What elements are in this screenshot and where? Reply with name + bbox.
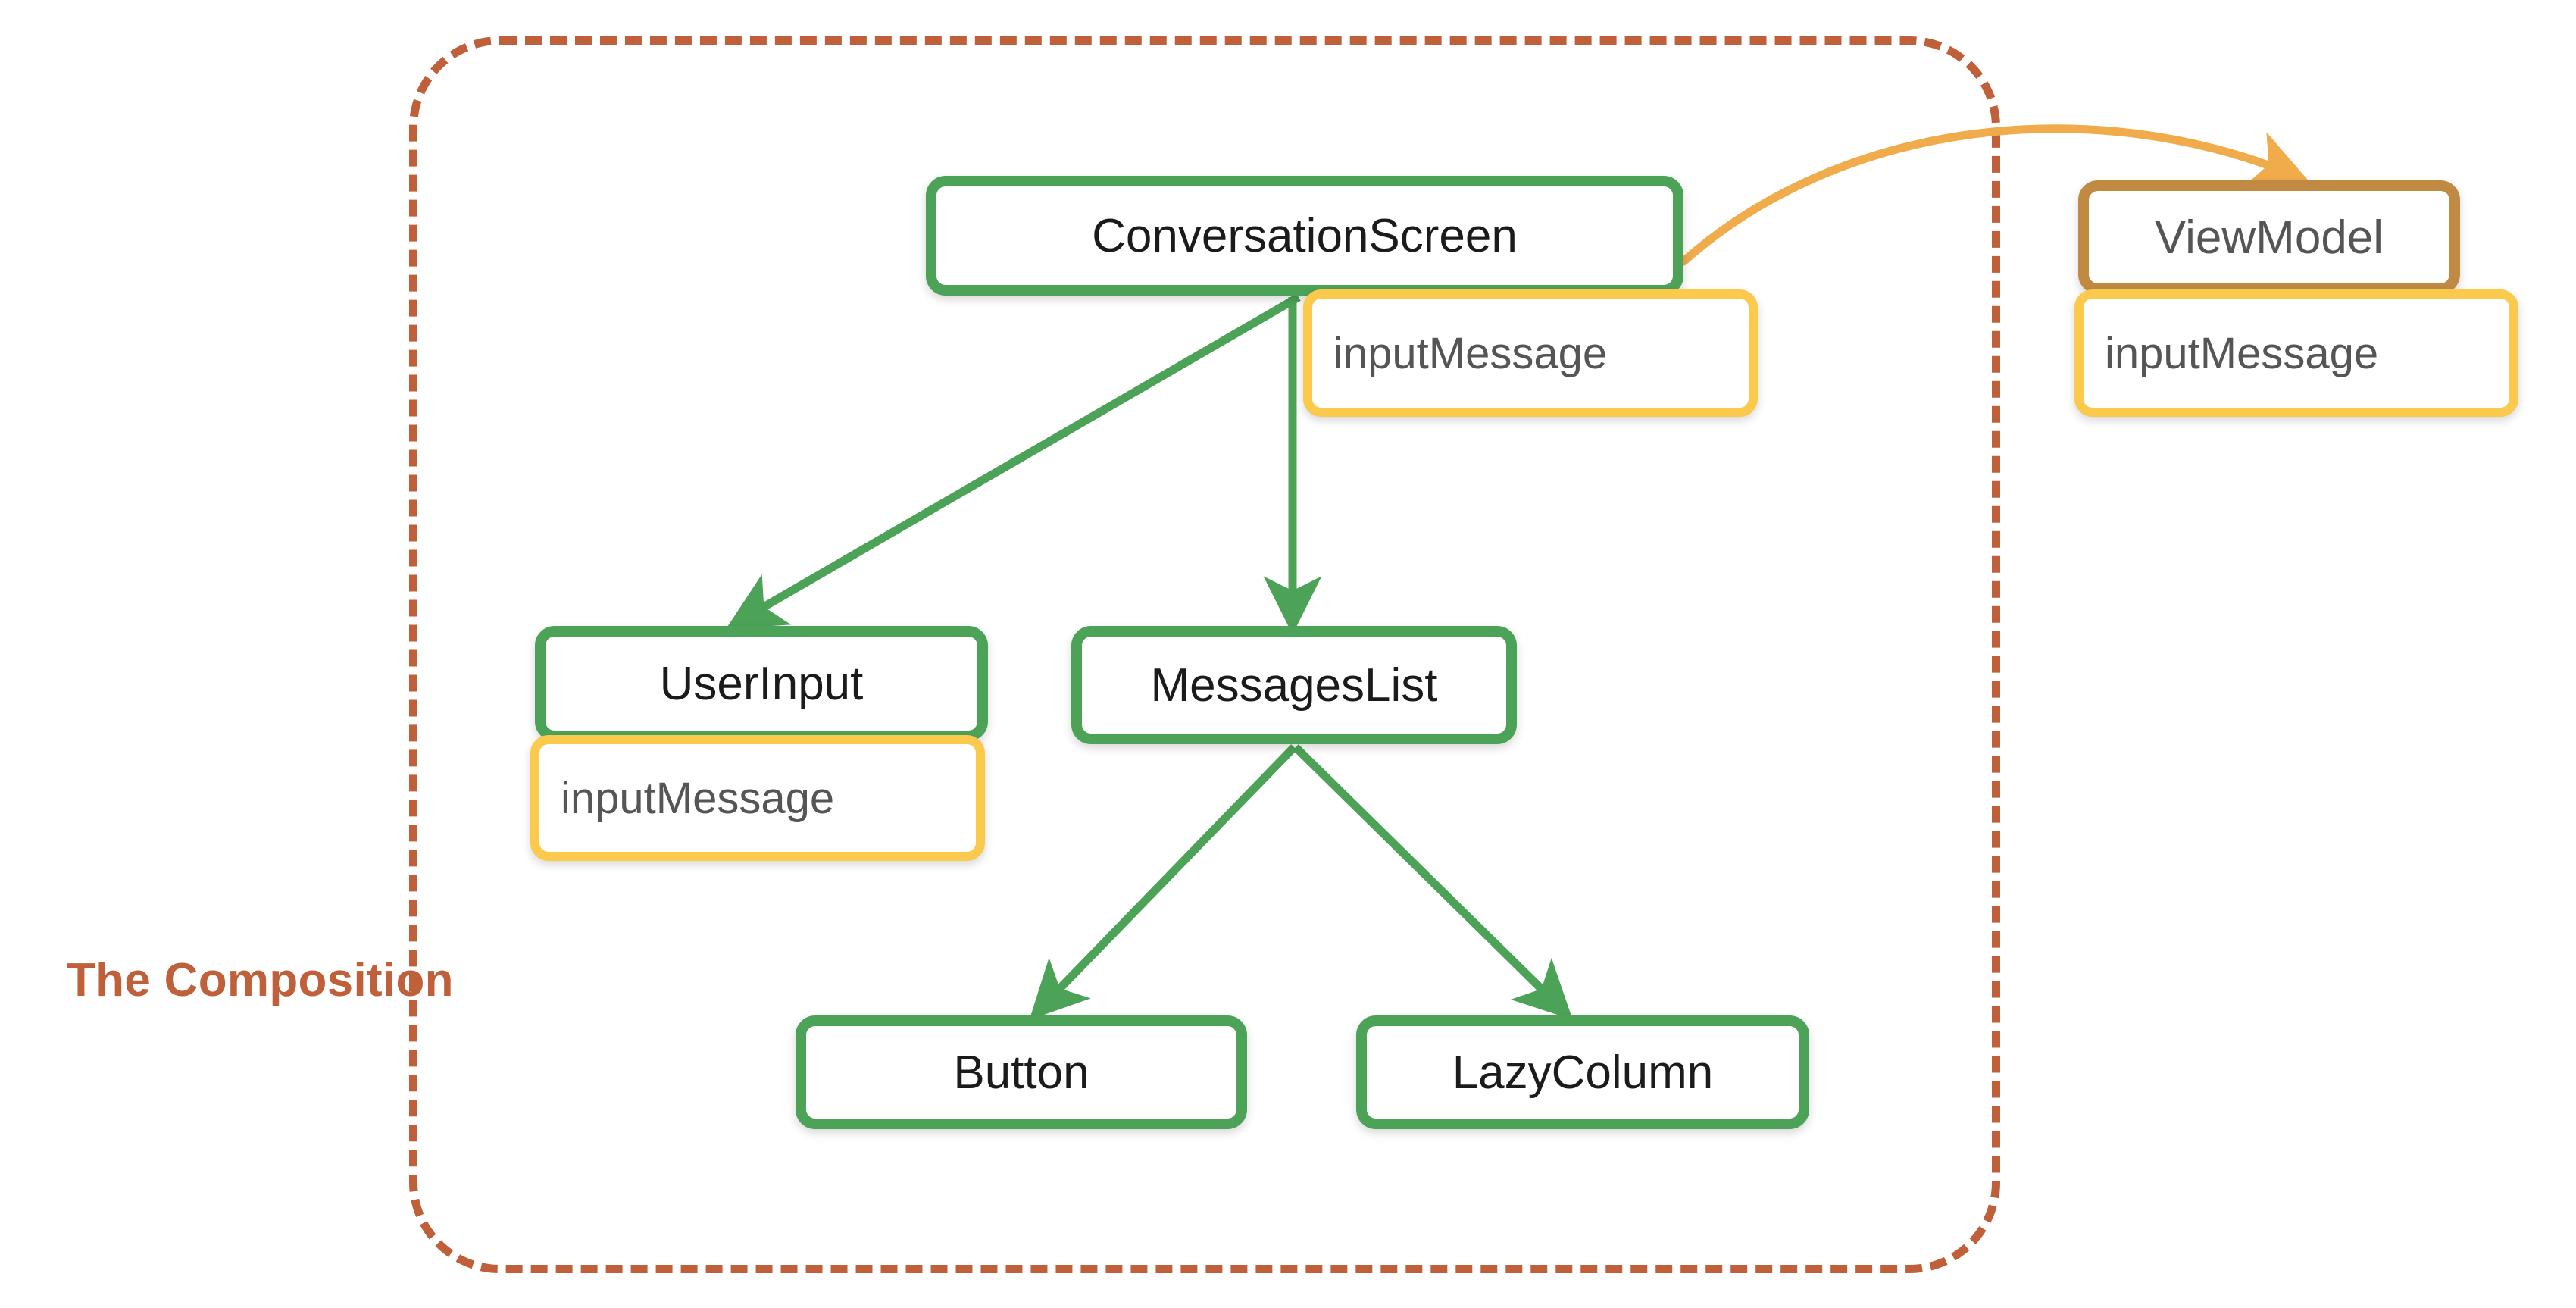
node-messageslist[interactable]: MessagesList xyxy=(1071,626,1517,744)
node-lazycolumn[interactable]: LazyColumn xyxy=(1356,1015,1809,1129)
node-button[interactable]: Button xyxy=(796,1015,1247,1129)
node-conversationscreen-label: ConversationScreen xyxy=(1092,209,1518,262)
node-lazycolumn-label: LazyColumn xyxy=(1452,1046,1714,1099)
state-chip-conversationscreen-inputmessage[interactable]: inputMessage xyxy=(1303,289,1758,417)
state-chip-viewmodel-inputmessage[interactable]: inputMessage xyxy=(2074,289,2518,417)
state-chip-userinput-label: inputMessage xyxy=(561,773,835,823)
composition-boundary xyxy=(409,36,2000,1273)
state-chip-viewmodel-label: inputMessage xyxy=(2105,328,2379,378)
node-viewmodel-label: ViewModel xyxy=(2154,211,2384,264)
state-chip-userinput-inputmessage[interactable]: inputMessage xyxy=(530,735,985,861)
node-userinput[interactable]: UserInput xyxy=(535,626,988,741)
node-messageslist-label: MessagesList xyxy=(1150,659,1438,712)
node-viewmodel[interactable]: ViewModel xyxy=(2078,180,2460,294)
state-chip-conversationscreen-label: inputMessage xyxy=(1333,328,1608,378)
node-userinput-label: UserInput xyxy=(659,657,864,710)
node-conversationscreen[interactable]: ConversationScreen xyxy=(926,176,1683,296)
composition-label: The Composition xyxy=(67,954,454,1006)
node-button-label: Button xyxy=(953,1046,1089,1099)
